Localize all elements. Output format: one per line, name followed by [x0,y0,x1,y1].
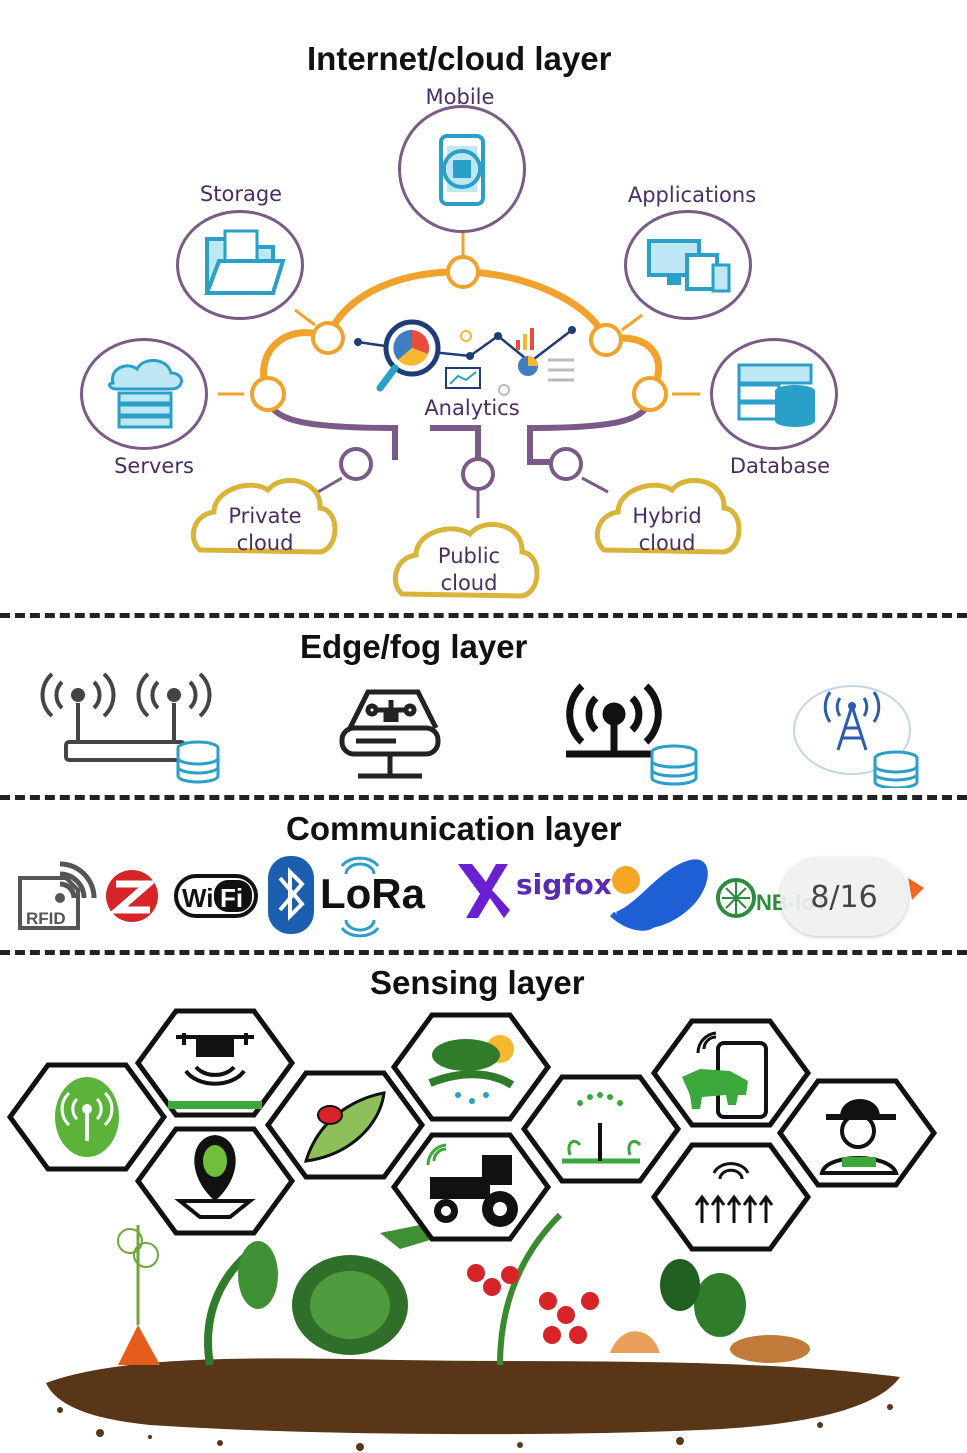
rfid-logo: RFID [18,861,97,930]
hybrid-cloud-line1: Hybrid [632,504,702,528]
wifi-text-wi: Wi [182,883,214,913]
public-cloud-label: Public cloud [416,543,522,597]
analytics-icon [354,319,576,396]
applications-label: Applications [627,183,757,207]
antenna-icon [55,1077,119,1157]
private-cloud-line2: cloud [236,531,294,555]
db-stack-icon [176,740,220,784]
lora-logo: LoRa [320,856,426,938]
smart-tractor-icon [426,1143,518,1227]
edge-devices [40,672,919,788]
farmer-icon [819,1099,899,1175]
storage-label: Storage [199,182,283,206]
analytics-label: Analytics [424,396,520,420]
folder-icon [204,229,286,295]
wifi-logo: Wi Fi [174,874,258,918]
crop-plants [117,1212,810,1366]
crop-sensor-icon [694,1162,774,1223]
sensing-layer-title: Sensing layer [370,964,585,1001]
cloud-diagram [190,232,742,599]
communication-layer-title: Communication layer [286,810,622,847]
zigbee-logo [106,870,158,922]
cell-tower-icon [793,685,911,775]
sigfox-text: sigfox [516,868,612,901]
devices-icon [647,239,731,293]
protocol-logos: RFID Wi Fi LoRa sigfox [18,856,924,938]
mobile-node [398,105,526,233]
gateway-icon [339,689,441,779]
applications-node [624,210,752,320]
mobile-icon [439,134,485,206]
rfid-text: RFID [26,909,66,928]
public-cloud-line1: Public [437,544,501,568]
servers-label: Servers [114,454,194,478]
lora-text: LoRa [320,870,426,917]
drone-icon [168,1033,262,1109]
storage-node [176,210,304,320]
database-icon [737,363,815,427]
sigfox-logo: sigfox [458,864,612,918]
database-node [710,338,838,450]
cellular-logo [610,859,708,931]
wireless-hub-icon [566,683,662,758]
layer-divider [0,795,967,800]
page-counter-badge[interactable]: 8/16 [780,858,908,936]
public-cloud-shape [392,521,540,599]
private-cloud-line1: Private [228,504,302,528]
cloud-layer-title: Internet/cloud layer [307,40,612,77]
servers-node [80,338,208,450]
layer-divider [0,613,967,618]
hybrid-cloud-label: Hybrid cloud [614,503,720,557]
layer-divider [0,950,967,955]
weather-field-icon [428,1035,515,1104]
public-cloud-line2: cloud [440,571,498,595]
database-label: Database [729,454,831,478]
bluetooth-logo [268,856,314,934]
edge-layer-title: Edge/fog layer [300,628,528,665]
sprinkler-icon [562,1092,642,1164]
cloud-server-icon [108,359,183,429]
hybrid-cloud-line2: cloud [638,531,696,555]
sub-clouds [190,477,742,599]
hybrid-cloud-shape [594,477,742,555]
livestock-monitor-icon [682,1031,768,1119]
sensing-scene [6,1008,938,1451]
pest-leaf-icon [303,1091,386,1163]
location-leaf-icon [174,1135,256,1219]
private-cloud-shape [190,477,338,555]
wifi-text-fi: Fi [220,883,243,913]
private-cloud-label: Private cloud [212,503,318,557]
mobile-label: Mobile [425,85,495,109]
